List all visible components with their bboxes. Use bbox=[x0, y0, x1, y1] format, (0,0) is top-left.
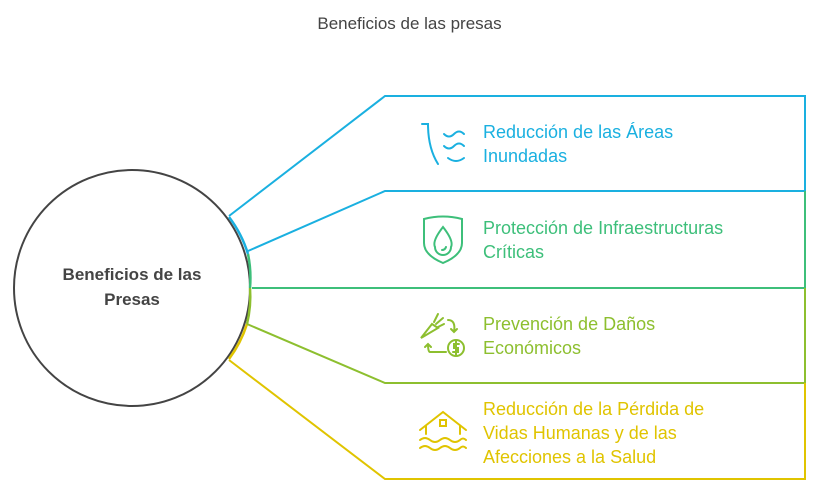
flooded-house-icon bbox=[419, 410, 467, 451]
item-3-label: Prevención de Daños Económicos bbox=[483, 312, 655, 360]
flood-waves-icon bbox=[421, 123, 465, 165]
shield-drop-icon bbox=[423, 215, 463, 265]
arc-segment-1 bbox=[228, 216, 250, 255]
arc-segment-3 bbox=[245, 287, 252, 325]
item-2-line2: Críticas bbox=[483, 242, 545, 262]
item-4-label: Reducción de la Pérdida de Vidas Humanas… bbox=[483, 397, 704, 469]
item-2-line1: Protección de Infraestructuras bbox=[483, 218, 724, 238]
item-3-line2: Económicos bbox=[483, 338, 582, 358]
center-label-line1: Beneficios de las bbox=[62, 265, 202, 284]
arc-segment-2 bbox=[246, 253, 252, 289]
item-1-line2: Inundadas bbox=[483, 146, 568, 166]
item-3-line1: Prevención de Daños bbox=[483, 314, 656, 334]
item-2-label: Protección de Infraestructuras Críticas bbox=[483, 216, 723, 264]
carrot-dollar-cycle-icon bbox=[420, 313, 465, 357]
arc-segment-4 bbox=[227, 323, 249, 360]
connector-1 bbox=[228, 95, 806, 217]
diagram-title: Beneficios de las presas bbox=[317, 14, 502, 33]
connector-5 bbox=[228, 359, 806, 480]
connector-2 bbox=[247, 190, 805, 252]
item-1-label: Reducción de las Áreas Inundadas bbox=[483, 120, 673, 168]
center-label-line2: Presas bbox=[104, 290, 160, 309]
item-1-line1: Reducción de las Áreas bbox=[483, 122, 674, 142]
center-label: Beneficios de las Presas bbox=[32, 262, 232, 312]
item-4-line1: Reducción de la Pérdida de bbox=[483, 399, 705, 419]
item-4-line2: Vidas Humanas y de las bbox=[483, 423, 677, 443]
connector-4 bbox=[246, 288, 806, 384]
item-4-line3: Afecciones a la Salud bbox=[483, 447, 657, 467]
